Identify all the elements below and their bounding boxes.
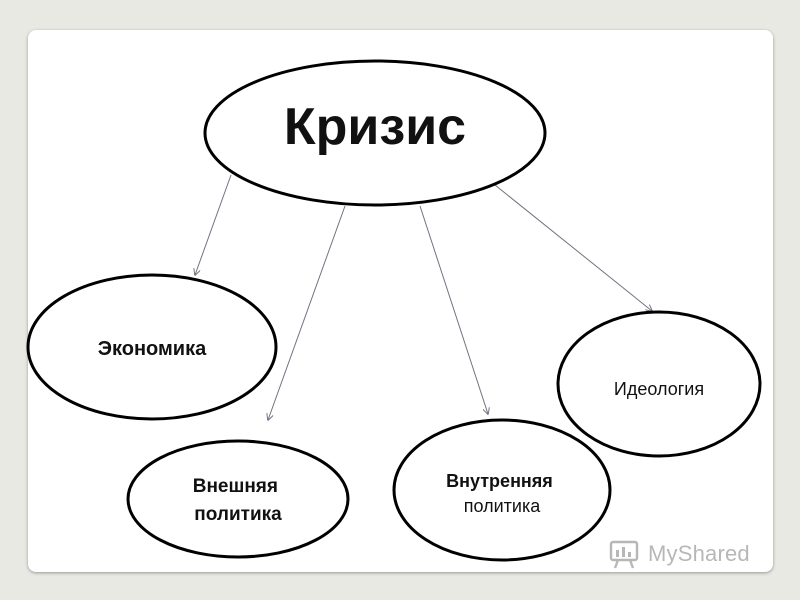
arrow-to-economy — [195, 174, 232, 275]
node-crisis-label: Кризис — [284, 98, 466, 156]
node-foreign-policy-line-2: политика — [194, 504, 282, 525]
node-crisis-shape — [203, 59, 547, 207]
node-foreign-policy-label: Внешняя политика — [193, 476, 284, 525]
node-foreign-policy: Внешняя политика — [126, 439, 350, 559]
node-ideology: Идеология — [556, 310, 762, 458]
node-foreign-policy-shape — [126, 439, 350, 559]
node-crisis: Кризис — [203, 59, 547, 207]
node-ideology-shape — [556, 310, 762, 458]
arrow-to-domestic-policy — [419, 205, 488, 414]
node-economy-shape — [26, 273, 278, 421]
node-economy-label: Экономика — [98, 338, 207, 360]
edges — [195, 174, 652, 420]
node-domestic-policy-line-1: Внутренняя — [446, 471, 553, 491]
watermark-text: MyShared — [648, 541, 750, 566]
node-domestic-policy: Внутренняя политика — [392, 418, 612, 562]
node-foreign-policy-line-1: Внешняя — [193, 476, 278, 497]
arrow-to-ideology — [494, 184, 652, 311]
myshared-logo-icon — [609, 540, 639, 569]
node-domestic-policy-shape — [392, 418, 612, 562]
node-domestic-policy-line-2: политика — [464, 496, 541, 516]
watermark: MyShared — [608, 536, 750, 572]
node-domestic-policy-label: Внутренняя политика — [446, 471, 558, 516]
node-economy: Экономика — [26, 273, 278, 421]
arrow-to-foreign-policy — [268, 205, 346, 420]
node-ideology-label: Идеология — [614, 379, 704, 399]
